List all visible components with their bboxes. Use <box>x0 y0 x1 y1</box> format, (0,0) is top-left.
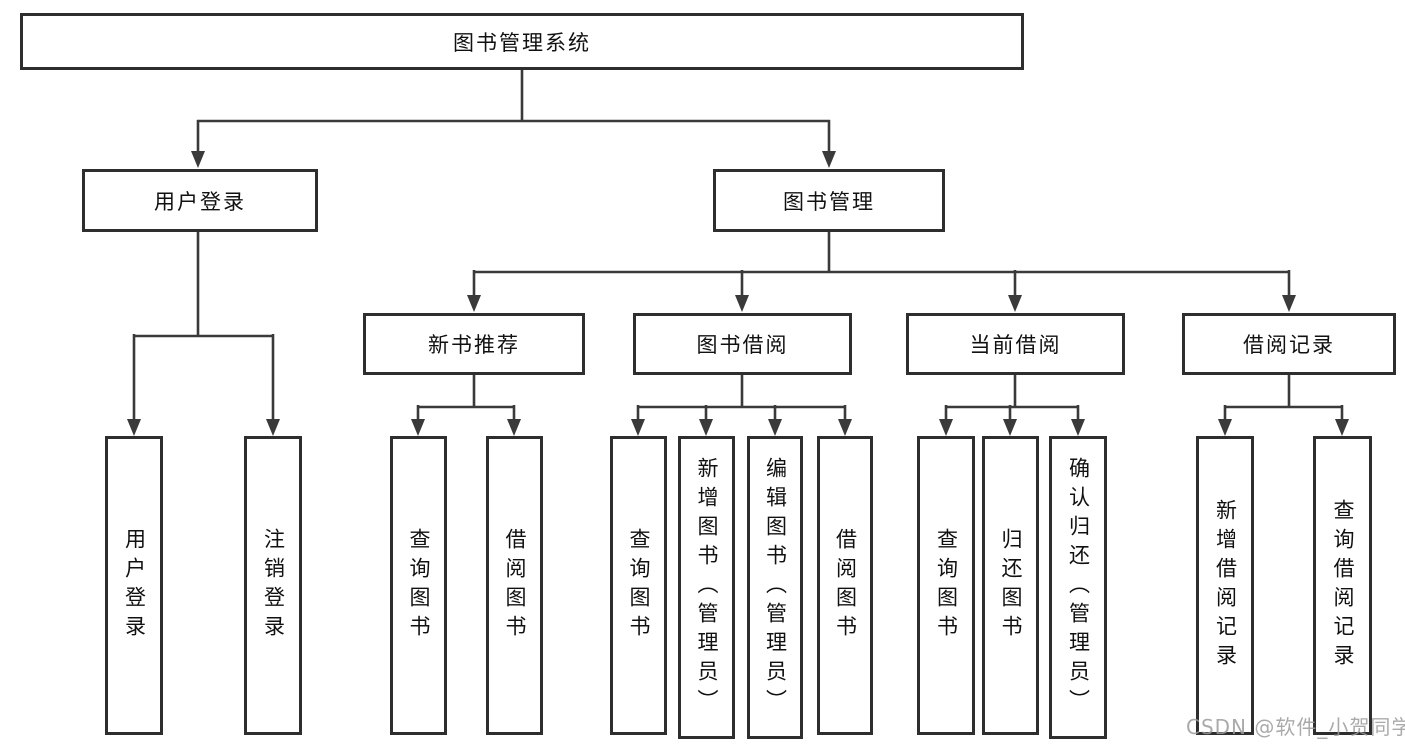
watermark: CSDN @软件_小贺同学 <box>1186 715 1405 739</box>
leaf-add-book-admin: 新增图书（管理员） <box>678 436 735 739</box>
leaf-label: 用户登录 <box>122 527 147 644</box>
node-label: 图书借阅 <box>696 333 789 357</box>
leaf-return-book: 归还图书 <box>982 436 1039 735</box>
leaf-label: 查询借阅记录 <box>1331 498 1355 673</box>
leaf-add-borrow-record: 新增借阅记录 <box>1196 436 1254 735</box>
leaf-label: 查询图书 <box>627 527 651 644</box>
node-library-management-system: 图书管理系统 <box>20 13 1024 70</box>
node-label: 用户登录 <box>154 189 246 214</box>
node-user-login: 用户登录 <box>82 169 318 232</box>
leaf-borrow-books-recommend: 借阅图书 <box>486 436 543 735</box>
node-label: 新书推荐 <box>428 333 520 357</box>
leaf-label: 借阅图书 <box>503 527 527 644</box>
leaf-user-login: 用户登录 <box>105 436 163 735</box>
node-book-borrowing: 图书借阅 <box>633 313 852 375</box>
leaf-label: 注销登录 <box>261 527 286 644</box>
leaf-query-borrow-record: 查询借阅记录 <box>1313 436 1372 735</box>
leaf-logout: 注销登录 <box>244 436 302 735</box>
node-label: 借阅记录 <box>1243 333 1335 357</box>
leaf-label: 编辑图书（管理员） <box>763 457 788 718</box>
leaf-label: 归还图书 <box>999 527 1023 644</box>
node-borrowing-records: 借阅记录 <box>1182 313 1396 375</box>
leaf-label: 查询图书 <box>934 527 959 644</box>
leaf-query-books-borrow: 查询图书 <box>610 436 667 735</box>
leaf-borrow-books-2: 借阅图书 <box>817 436 873 735</box>
leaf-query-books-current: 查询图书 <box>917 436 975 735</box>
leaf-edit-book-admin: 编辑图书（管理员） <box>747 436 803 739</box>
leaf-label: 查询图书 <box>407 527 431 644</box>
leaf-label: 确认归还（管理员） <box>1066 457 1091 718</box>
node-new-book-recommendation: 新书推荐 <box>363 313 585 375</box>
leaf-label: 新增借阅记录 <box>1213 498 1238 673</box>
leaf-label: 借阅图书 <box>833 527 858 644</box>
node-label: 图书管理系统 <box>453 30 591 55</box>
node-label: 图书管理 <box>783 189 875 214</box>
leaf-label: 新增图书（管理员） <box>695 457 719 718</box>
node-current-borrowing: 当前借阅 <box>906 313 1125 375</box>
leaf-query-books-recommend: 查询图书 <box>390 436 447 735</box>
leaf-confirm-return-admin: 确认归还（管理员） <box>1049 436 1107 739</box>
node-book-management: 图书管理 <box>713 169 945 232</box>
node-label: 当前借阅 <box>969 333 1062 357</box>
